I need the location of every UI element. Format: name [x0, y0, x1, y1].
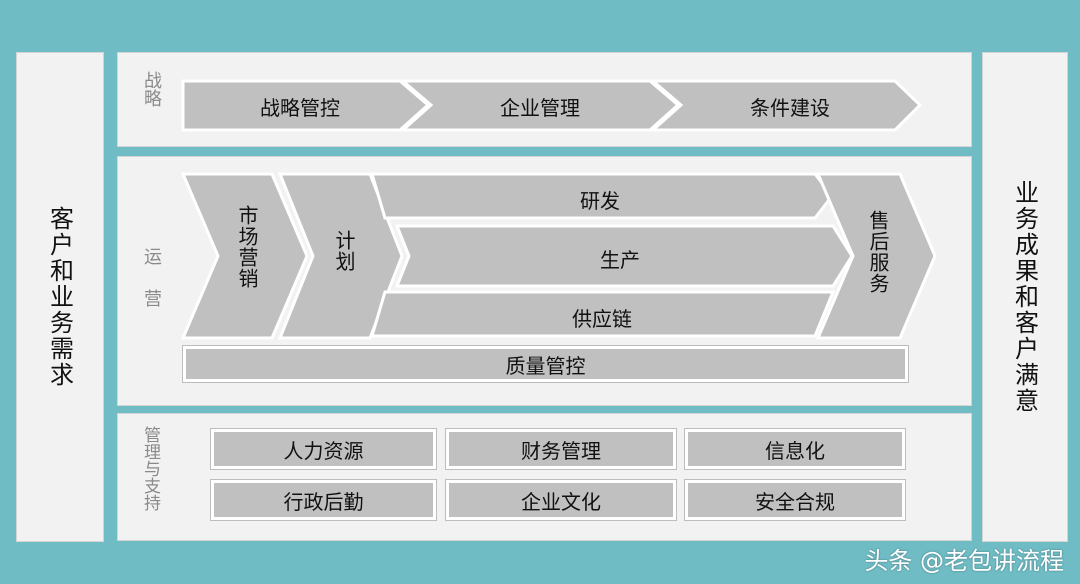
quality-control-label: 质量管控 [505, 353, 586, 378]
strategy-label: 战略 [141, 71, 162, 107]
support-box-compliance-label: 安全合规 [755, 489, 835, 514]
supply-arrow [369, 290, 836, 338]
market-chevron [180, 172, 309, 340]
support-box-admin: 行政后勤 [211, 480, 436, 520]
strategy-item-3: 条件建设 [750, 96, 830, 120]
customer-demand-panel: 客户和业务需求 [16, 52, 104, 542]
plan-chevron [277, 172, 404, 340]
support-box-culture: 企业文化 [446, 480, 676, 520]
business-results-label: 业务成果和客户满意 [1010, 180, 1039, 414]
strategy-arrow-2 [398, 79, 681, 132]
support-label: 管理与支持 [140, 426, 160, 511]
after-sales-label: 售后服务 [866, 210, 890, 294]
support-box-hr: 人力资源 [211, 429, 436, 469]
support-box-it-label: 信息化 [765, 438, 825, 463]
support-box-compliance: 安全合规 [685, 480, 905, 520]
supply-label: 供应链 [572, 307, 632, 331]
customer-demand-label: 客户和业务需求 [45, 206, 74, 388]
market-label: 市场营销 [235, 205, 259, 289]
production-arrow [394, 224, 854, 288]
support-box-finance: 财务管理 [446, 429, 676, 469]
operations-label: 运营 [141, 247, 162, 331]
support-box-it: 信息化 [685, 429, 905, 469]
plan-label: 计划 [332, 230, 356, 272]
strategy-arrow-1 [181, 79, 431, 132]
quality-control-box: 质量管控 [183, 346, 908, 382]
strategy-item-2: 企业管理 [500, 96, 580, 120]
after-sales-chevron [815, 172, 937, 340]
strategy-item-1: 战略管控 [260, 96, 340, 120]
support-box-finance-label: 财务管理 [521, 438, 601, 463]
support-box-culture-label: 企业文化 [521, 489, 601, 514]
rd-label: 研发 [580, 189, 620, 213]
rd-arrow [369, 172, 834, 220]
support-box-admin-label: 行政后勤 [283, 489, 364, 514]
support-box-hr-label: 人力资源 [283, 438, 364, 463]
strategy-arrow-3 [648, 79, 923, 132]
business-results-panel: 业务成果和客户满意 [982, 52, 1068, 542]
production-label: 生产 [600, 248, 640, 272]
watermark: 头条 @老包讲流程 [864, 547, 1064, 575]
